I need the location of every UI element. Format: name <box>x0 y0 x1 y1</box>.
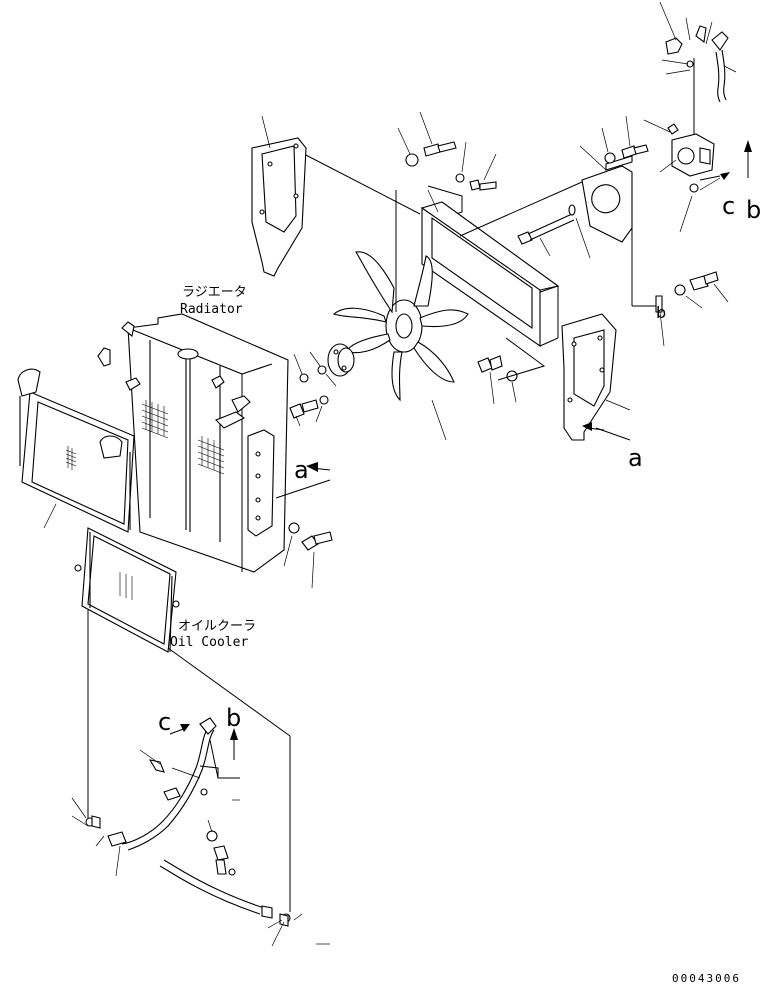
drawing-number: 00043006 <box>672 972 741 985</box>
oil-cooler <box>74 527 291 912</box>
left-side-panel <box>251 115 307 277</box>
thermostat-valve <box>643 119 721 233</box>
ref-label-c-top: c <box>722 192 735 220</box>
radiator <box>97 313 331 573</box>
radiator-label-jp: ラジエータ <box>182 285 247 300</box>
leader-frame-bracket <box>459 181 583 237</box>
oil-cooler-label-en: Oil Cooler <box>170 635 248 650</box>
ref-label-b-top: b <box>746 196 760 224</box>
right-side-panel <box>561 313 631 441</box>
oil-cooler-label-jp: オイルクーラ <box>178 619 256 634</box>
bolts-fan-left <box>289 395 329 427</box>
cooling-fan <box>332 190 469 441</box>
ref-label-b-bottom: b <box>226 704 241 732</box>
bolts-top-right <box>601 115 649 164</box>
long-bolt <box>517 204 591 259</box>
bolts-right <box>674 271 729 309</box>
reference-arrows <box>169 140 752 760</box>
ref-label-a-radiator: a <box>294 456 309 484</box>
fan-shroud-frame <box>420 189 560 348</box>
clip-b <box>655 295 663 313</box>
bolts-radiator-right <box>283 522 333 589</box>
leader-clip <box>659 311 665 347</box>
lower-hose-assembly <box>71 717 330 947</box>
aftercooler-core-hatch <box>65 446 77 470</box>
aftercooler <box>17 368 135 533</box>
leader-frame-left <box>299 151 421 215</box>
radiator-core-hatch <box>141 400 225 475</box>
bolts-center <box>477 337 546 405</box>
ref-label-a-panel: a <box>628 444 643 472</box>
bolts-top-center <box>397 111 497 215</box>
radiator-label-en: Radiator <box>180 302 243 317</box>
fan-spacer <box>293 343 355 387</box>
ref-label-c-bottom: c <box>158 708 171 736</box>
oil-cooler-core-hatch <box>119 572 133 600</box>
ref-label-b-clip: b <box>656 303 666 322</box>
